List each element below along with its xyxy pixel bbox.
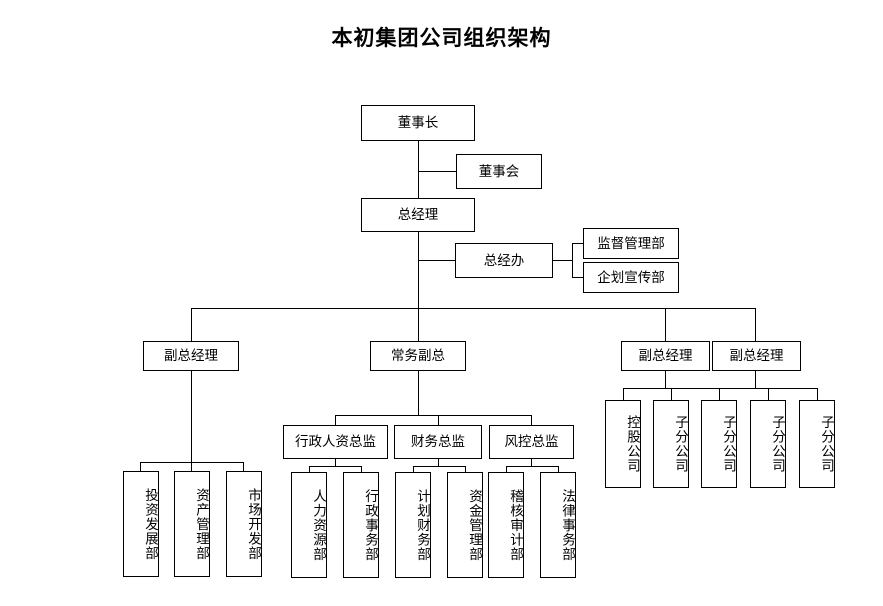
connector-dirfinance-drop (438, 458, 439, 466)
connector-sub-branch-4 (817, 388, 818, 400)
connector-gm-bus (191, 308, 756, 309)
connector-diradmin-dept-2 (361, 466, 362, 472)
node-dept-fund-management[interactable]: 资金管理部 (447, 472, 483, 578)
node-dept-human-resources[interactable]: 人力资源部 (291, 472, 327, 578)
node-dept-market-development[interactable]: 市场开发部 (226, 471, 262, 577)
connector-dgmright1-drop (665, 370, 666, 388)
node-dept-administration[interactable]: 行政事务部 (343, 472, 379, 578)
connector-bus-to-dgm-left (191, 308, 192, 341)
connector-bus-to-dgm-right-1 (665, 308, 666, 341)
connector-gmoffice-supervision (572, 243, 584, 244)
connector-sub-branch-3 (768, 388, 769, 400)
connector-dgmleft-dept-3 (243, 462, 244, 471)
connector-bus-to-dgm-right-2 (755, 308, 756, 341)
node-supervision-dept[interactable]: 监督管理部 (583, 228, 679, 259)
connector-execdgm-dir-2 (438, 415, 439, 426)
node-gm-office[interactable]: 总经办 (455, 243, 553, 278)
page-title: 本初集团公司组织架构 (331, 26, 552, 50)
node-dept-plan-finance[interactable]: 计划财务部 (395, 472, 431, 578)
connector-dirrisk-dept-1 (506, 466, 507, 472)
connector-diradmin-dept-1 (309, 466, 310, 472)
connector-execdgm-dir-3 (531, 415, 532, 426)
connector-sub-holding (623, 388, 624, 400)
node-executive-deputy-gm[interactable]: 常务副总 (370, 341, 466, 371)
connector-dirfinance-dept-1 (413, 466, 414, 472)
connector-gmoffice-out (553, 260, 573, 261)
connector-dgmleft-drop (191, 370, 192, 462)
node-deputy-gm-right-2[interactable]: 副总经理 (712, 341, 801, 371)
node-deputy-gm-left[interactable]: 副总经理 (143, 341, 239, 371)
node-general-manager[interactable]: 总经理 (361, 198, 475, 232)
node-board[interactable]: 董事会 (456, 154, 542, 189)
node-deputy-gm-right-1[interactable]: 副总经理 (621, 341, 710, 371)
connector-dirrisk-bus (506, 466, 559, 467)
connector-dirrisk-drop (531, 458, 532, 466)
node-subsidiary-3[interactable]: 子分公司 (750, 400, 786, 488)
connector-bus-to-exec-dgm (418, 308, 419, 341)
connector-execdgm-drop (418, 370, 419, 415)
connector-sub-branch-2 (719, 388, 720, 400)
node-director-risk[interactable]: 风控总监 (489, 425, 574, 459)
connector-diradmin-drop (335, 458, 336, 466)
connector-execdgm-dir-1 (335, 415, 336, 426)
connector-dirfinance-bus (413, 466, 466, 467)
connector-chairman-board (418, 171, 456, 172)
node-dept-audit[interactable]: 稽核审计部 (488, 472, 524, 578)
node-dept-asset-management[interactable]: 资产管理部 (174, 471, 210, 577)
connector-subsidiary-bus (623, 388, 818, 389)
connector-dgmright2-drop (755, 370, 756, 388)
connector-dgmleft-dept-2 (191, 462, 192, 471)
connector-dgmleft-dept-1 (140, 462, 141, 471)
connector-gm-office (418, 260, 455, 261)
node-dept-investment-development[interactable]: 投资发展部 (123, 471, 159, 577)
connector-gmoffice-publicity (572, 277, 584, 278)
node-dept-legal-affairs[interactable]: 法律事务部 (540, 472, 576, 578)
node-chairman[interactable]: 董事长 (361, 105, 475, 141)
node-subsidiary-4[interactable]: 子分公司 (799, 400, 835, 488)
connector-sub-branch-1 (671, 388, 672, 400)
node-subsidiary-2[interactable]: 子分公司 (701, 400, 737, 488)
connector-dirrisk-dept-2 (558, 466, 559, 472)
connector-diradmin-bus (309, 466, 362, 467)
node-publicity-dept[interactable]: 企划宣传部 (583, 262, 679, 293)
connector-dirfinance-dept-2 (465, 466, 466, 472)
node-director-finance[interactable]: 财务总监 (394, 425, 482, 459)
node-holding-company[interactable]: 控股公司 (605, 400, 641, 488)
connector-gm-trunk (418, 231, 419, 309)
node-subsidiary-1[interactable]: 子分公司 (653, 400, 689, 488)
connector-execdgm-bus (335, 415, 531, 416)
node-director-admin-hr[interactable]: 行政人资总监 (283, 425, 388, 459)
connector-gmoffice-bus (572, 243, 573, 278)
